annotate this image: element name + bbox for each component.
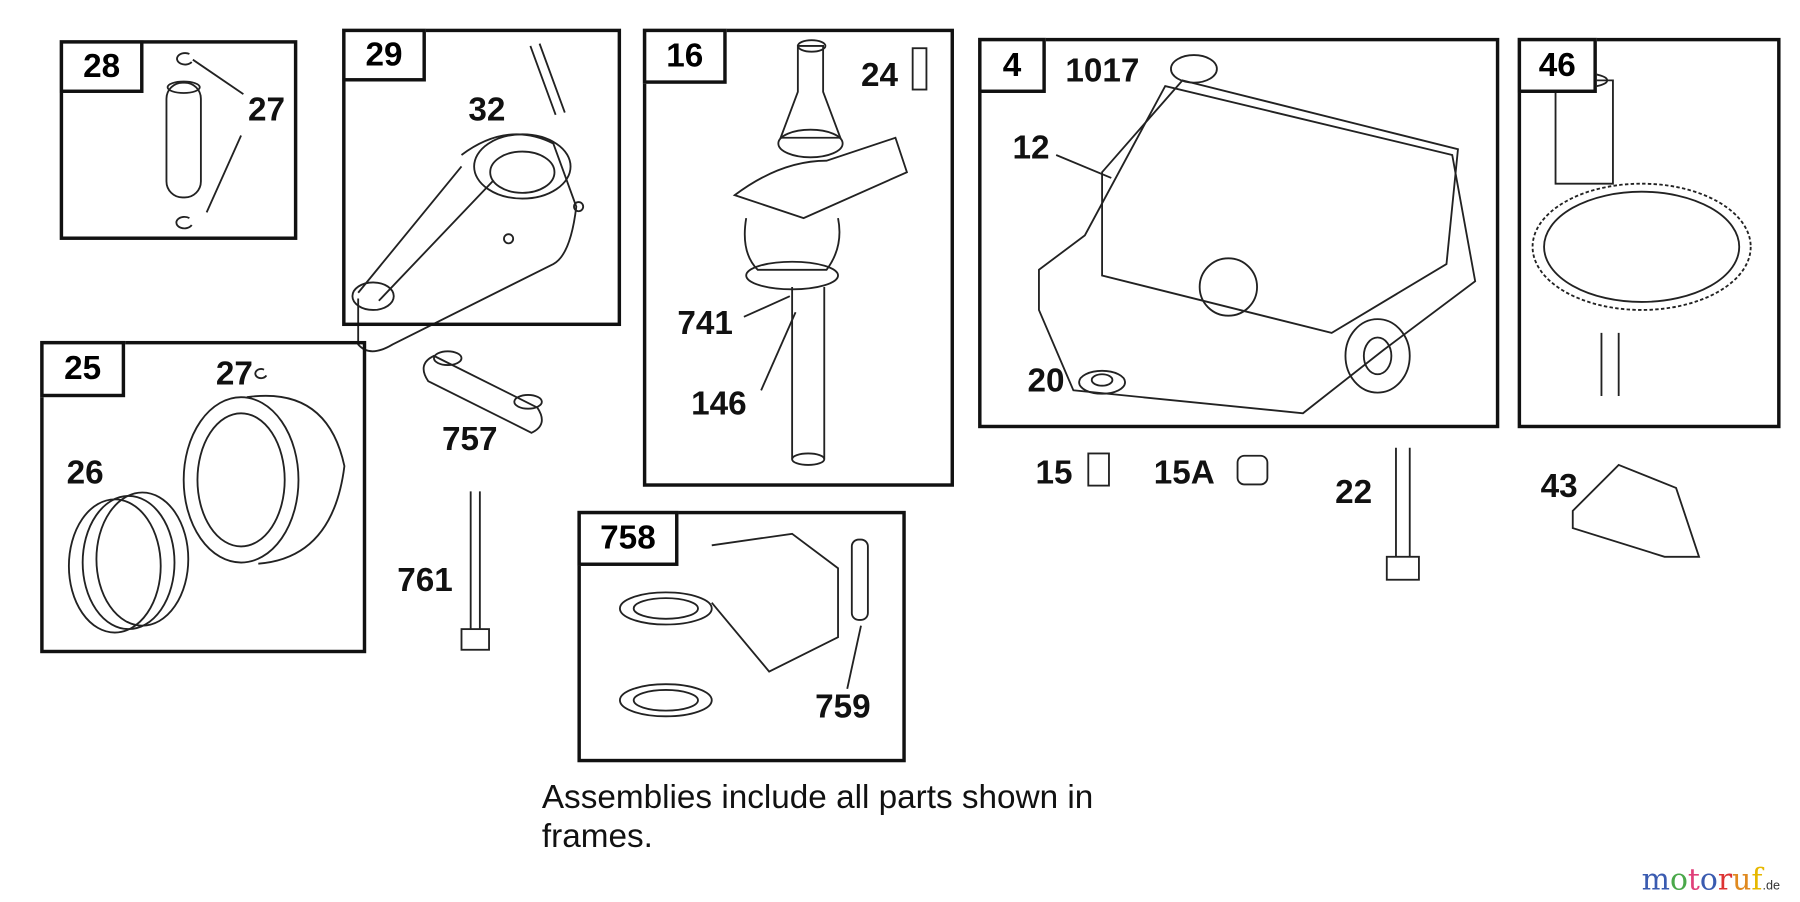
note-line-1: Assemblies include all parts shown in xyxy=(541,779,1094,817)
frame-label: 28 xyxy=(59,40,144,93)
note-line-2: frames. xyxy=(541,818,653,856)
link-757-drawing xyxy=(422,350,543,434)
callout-24: 24 xyxy=(861,57,899,95)
watermark-letter: t xyxy=(1687,863,1700,898)
watermark-letter: f xyxy=(1751,863,1763,898)
frame-46: 46 xyxy=(1517,37,1781,429)
crankshaft-drawing xyxy=(732,39,928,466)
callout-741: 741 xyxy=(677,305,733,343)
watermark-letter: r xyxy=(1717,863,1733,898)
small-parts-drawing xyxy=(1087,447,1701,581)
callout-43: 43 xyxy=(1540,468,1578,506)
callout-20: 20 xyxy=(1027,362,1065,400)
frame-29: 29 xyxy=(342,28,622,327)
carrier-758-drawing xyxy=(619,532,869,718)
frame-4: 4 xyxy=(978,37,1500,429)
watermark-text: motoruf xyxy=(1642,863,1763,897)
watermark-letter: u xyxy=(1732,863,1752,898)
piston-rings-drawing xyxy=(67,368,346,634)
callout-1017: 1017 xyxy=(1065,52,1140,90)
callout-27-ring: 27 xyxy=(215,355,253,393)
frame-label: 46 xyxy=(1517,37,1597,93)
connecting-rod-drawing xyxy=(351,43,585,353)
callout-26: 26 xyxy=(66,454,104,492)
frame-label: 29 xyxy=(342,28,426,82)
watermark-letter: o xyxy=(1699,863,1718,898)
callout-12: 12 xyxy=(1012,129,1050,167)
callout-22: 22 xyxy=(1335,474,1373,511)
watermark-letter: m xyxy=(1641,863,1670,898)
callout-15: 15 xyxy=(1035,454,1073,492)
callout-761: 761 xyxy=(397,562,453,600)
motoruf-watermark: motoruf.de xyxy=(1642,863,1780,897)
frame-758: 758 xyxy=(577,510,906,763)
watermark-letter: o xyxy=(1669,863,1688,898)
bolt-761-drawing xyxy=(460,491,490,651)
callout-146: 146 xyxy=(691,385,747,423)
callout-757: 757 xyxy=(441,421,498,459)
piston-pin-drawing xyxy=(165,52,244,230)
frame-16: 16 xyxy=(642,28,954,487)
frame-label: 25 xyxy=(40,340,126,398)
callout-27: 27 xyxy=(247,91,286,129)
frame-label: 4 xyxy=(978,37,1046,93)
callout-32: 32 xyxy=(468,91,506,129)
crankcase-sump-drawing xyxy=(1038,54,1477,415)
callout-15a: 15A xyxy=(1153,454,1215,492)
assembly-note: Assemblies include all parts shown in fr… xyxy=(542,778,1093,856)
watermark-suffix: .de xyxy=(1762,879,1781,894)
frame-label: 758 xyxy=(577,510,679,566)
frame-28: 28 xyxy=(59,40,298,240)
frame-25: 25 xyxy=(40,340,367,654)
callout-759: 759 xyxy=(815,688,871,726)
frame-label: 16 xyxy=(642,28,727,84)
